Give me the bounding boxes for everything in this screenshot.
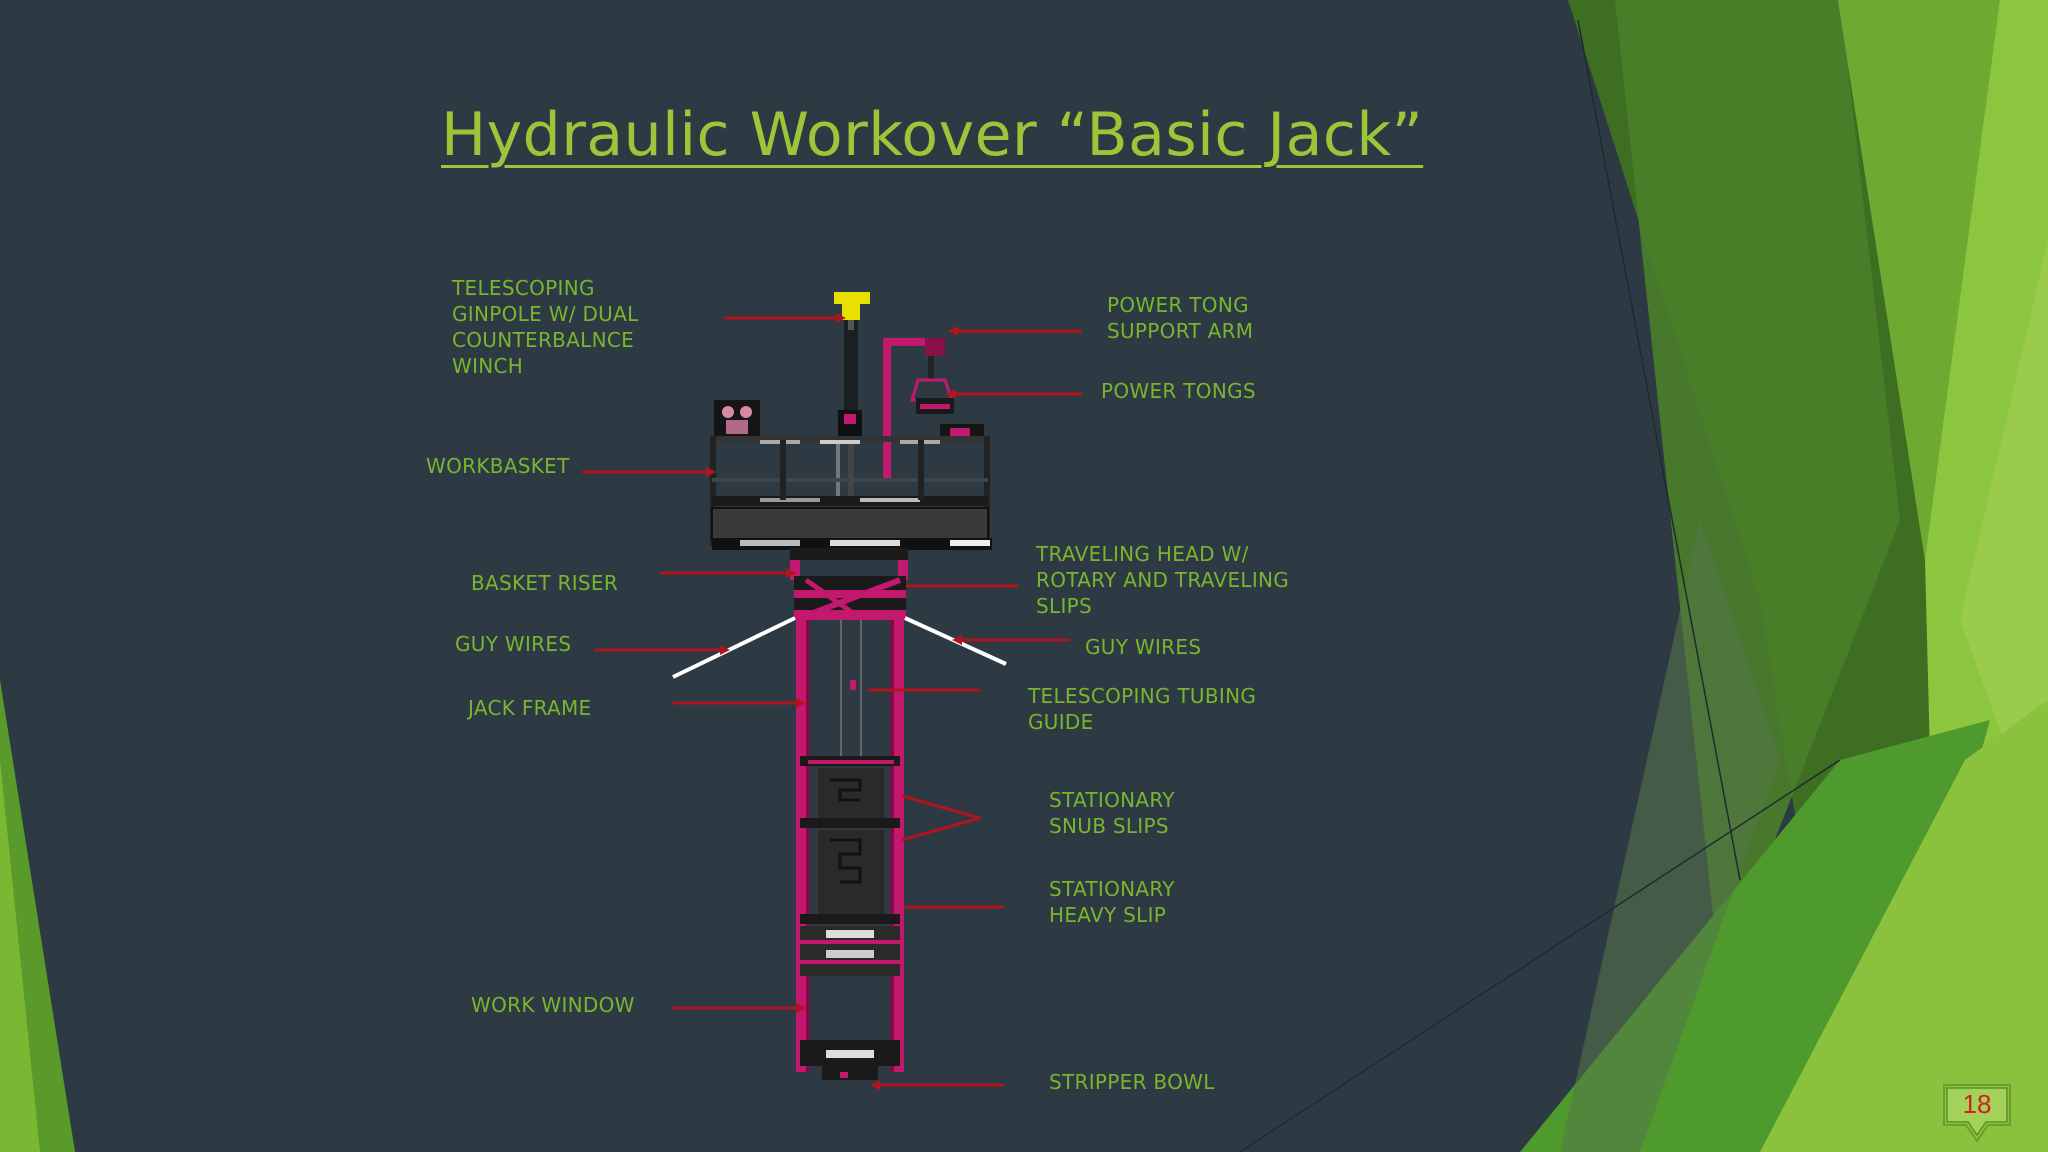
- slide-title: Hydraulic Workover “Basic Jack”: [441, 100, 1424, 170]
- stationary-heavy-slip: [800, 914, 900, 976]
- page-number: 18: [1962, 1089, 1992, 1119]
- label-basket-riser: BASKET RISER: [471, 571, 619, 595]
- right-accent-bottom-light: [1760, 700, 2048, 1152]
- page-number-badge: 18: [1942, 1083, 2012, 1143]
- left-accent-shape-light: [0, 760, 40, 1152]
- leader-lines: [582, 316, 1082, 1087]
- decor-line: [1239, 759, 1841, 1152]
- label-stationary-heavy-slip: STATIONARY HEAVY SLIP: [1049, 877, 1175, 927]
- right-accent-shadow: [1560, 520, 1780, 1152]
- basket-riser: [790, 548, 908, 580]
- label-jack-frame: JACK FRAME: [468, 696, 592, 720]
- label-stripper-bowl: STRIPPER BOWL: [1049, 1070, 1215, 1094]
- decor-line: [1577, 19, 1741, 881]
- label-telescoping-tubing-guide: TELESCOPING TUBING GUIDE: [1028, 684, 1257, 734]
- power-tongs: [909, 356, 955, 414]
- guy-wire-left: [672, 616, 796, 679]
- right-accent-highlight: [1960, 240, 2048, 860]
- label-power-tongs: POWER TONGS: [1101, 379, 1256, 403]
- ginpole: [834, 292, 870, 500]
- label-power-tong-support-arm: POWER TONG SUPPORT ARM: [1107, 293, 1254, 343]
- label-traveling-head: TRAVELING HEAD W/ ROTARY AND TRAVELING S…: [1036, 542, 1290, 618]
- label-workbasket: WORKBASKET: [426, 454, 570, 478]
- label-telescoping-ginpole: TELESCOPING GINPOLE W/ DUAL COUNTERBALNC…: [452, 276, 639, 378]
- label-guy-wires-right: GUY WIRES: [1085, 635, 1202, 659]
- stationary-snub-slips: [800, 756, 900, 914]
- workbasket: [710, 400, 992, 550]
- label-guy-wires-left: GUY WIRES: [455, 632, 572, 656]
- telescoping-tubing-guide: [840, 620, 862, 760]
- power-tong-support-arm: [883, 338, 945, 478]
- leader-arrowheads: [706, 313, 962, 1090]
- page-number-shape: [1943, 1084, 2011, 1143]
- label-work-window: WORK WINDOW: [471, 993, 635, 1017]
- traveling-head: [794, 576, 906, 621]
- right-accent-mid: [1615, 0, 1900, 980]
- right-accent-light-top: [1838, 0, 2000, 560]
- label-stationary-snub-slips: STATIONARY SNUB SLIPS: [1049, 788, 1175, 838]
- stripper-bowl: [800, 1040, 900, 1080]
